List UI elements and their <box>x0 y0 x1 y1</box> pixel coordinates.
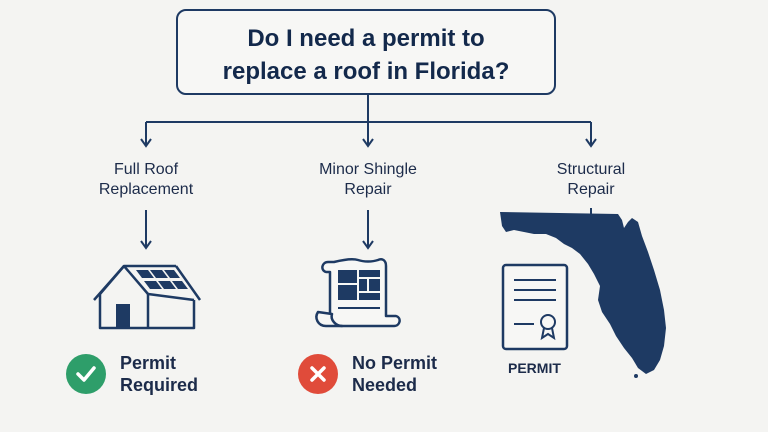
arrowhead-middle-lower <box>362 240 374 250</box>
branch-label-line: Full Roof <box>113 161 179 178</box>
permit-caption: PERMIT <box>508 360 561 376</box>
shingle-scroll-icon <box>315 257 401 328</box>
result-text: No Permit Needed <box>352 352 437 396</box>
question-box: Do I need a permit to replace a roof in … <box>176 9 556 95</box>
result-text-line: Needed <box>352 375 418 395</box>
result-text-line: No Permit <box>352 353 438 373</box>
branch-label-line: Repair <box>567 181 615 198</box>
permit-document-icon <box>501 263 569 351</box>
question-line-1: Do I need a permit to <box>247 25 485 52</box>
checkmark-icon <box>66 354 106 394</box>
result-text: Permit Required <box>120 352 198 396</box>
result-no-permit-needed: No Permit Needed <box>298 352 437 396</box>
question-line-2: replace a roof in Florida? <box>222 58 510 85</box>
x-mark-icon <box>298 354 338 394</box>
branch-label-line: Structural <box>556 161 626 178</box>
house-with-solar-roof-icon <box>93 264 202 330</box>
arrowhead-right <box>585 138 597 148</box>
branch-label-line: Repair <box>344 181 392 198</box>
branch-label-line: Replacement <box>98 181 194 198</box>
result-text-line: Required <box>120 375 199 395</box>
arrowhead-middle <box>362 138 374 148</box>
branch-label-full-roof: Full Roof Replacement <box>76 160 216 200</box>
arrowhead-left <box>140 138 152 148</box>
result-permit-required: Permit Required <box>66 352 198 396</box>
branch-label-minor-shingle: Minor Shingle Repair <box>298 160 438 200</box>
branch-label-structural: Structural Repair <box>521 160 661 200</box>
arrowhead-left-lower <box>140 240 152 250</box>
result-text-line: Permit <box>120 353 177 373</box>
florida-map-icon <box>500 212 666 378</box>
branch-label-line: Minor Shingle <box>319 161 417 178</box>
